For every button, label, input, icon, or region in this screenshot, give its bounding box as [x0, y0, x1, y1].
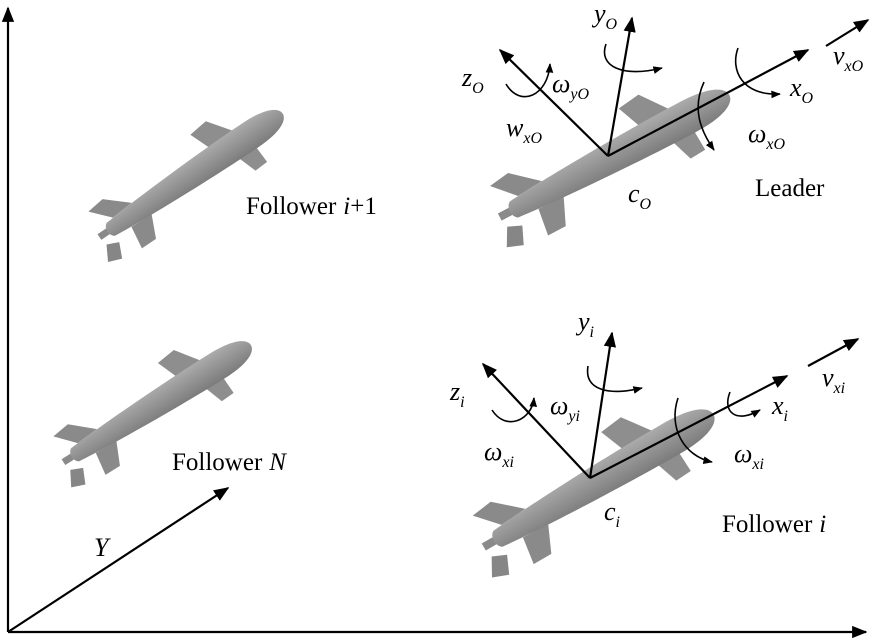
- follower-i-center-label: ci: [604, 497, 620, 531]
- leader-z-axis-subscript: O: [472, 80, 484, 97]
- global-y-axis: [7, 487, 230, 633]
- follower-i-x-rotation-arrow-2: [674, 397, 713, 464]
- leader-y-axis-symbol: y: [591, 0, 606, 28]
- follower-i-center-subscript: i: [616, 514, 620, 531]
- follower-n-prefix: Follower: [172, 449, 263, 476]
- follower-i-plus-1-prefix: Follower: [246, 193, 337, 220]
- follower-i-x-axis-symbol: x: [771, 391, 784, 420]
- follower-i-y-axis-label: yi: [575, 307, 594, 341]
- leader-z-axis-label: zO: [461, 63, 484, 97]
- follower-i-x-rotation-subscript: xi: [751, 456, 764, 473]
- leader-z-axis: [498, 48, 609, 157]
- follower-i-x-axis-label: xi: [771, 391, 788, 425]
- leader-frame: yO zO ωyO wxO xO vxO ωxO cO Leader: [461, 0, 870, 213]
- follower-i-x-rotation-arrow: [726, 391, 761, 418]
- leader-velocity-label: vxO: [833, 41, 864, 75]
- leader-z-rotation-label: wxO: [506, 113, 542, 147]
- follower-i-x-rotation-symbol: ω: [734, 439, 752, 468]
- leader-x-axis-subscript: O: [802, 90, 814, 107]
- follower-i-y-axis-symbol: y: [575, 307, 590, 336]
- follower-i-velocity-label: vxi: [822, 363, 845, 397]
- leader-center-label: cO: [628, 179, 652, 213]
- leader-y-rotation-label: ωyO: [552, 69, 589, 103]
- leader-velocity-arrow: [825, 19, 870, 47]
- follower-i-prefix: Follower: [722, 511, 813, 538]
- leader-z-rotation-subscript: xO: [522, 130, 542, 147]
- leader-z-rotation-arrow: [505, 63, 554, 98]
- follower-i-z-axis-label: zi: [449, 377, 465, 411]
- follower-i-y-rotation-label: ωyi: [550, 391, 580, 425]
- follower-i-y-rotation-subscript: yi: [566, 408, 580, 425]
- leader-x-rotation-arrow: [734, 47, 781, 99]
- follower-i-velocity-symbol: v: [822, 363, 834, 392]
- leader-z-rotation-symbol: w: [506, 113, 524, 142]
- follower-i-plus-1-auv: [73, 83, 302, 269]
- leader-x-rotation-arrow-2: [697, 81, 715, 151]
- leader-y-rotation-arrow: [603, 43, 663, 74]
- follower-i-auv: [454, 376, 734, 586]
- leader-z-axis-symbol: z: [461, 63, 472, 92]
- leader-y-axis: [606, 16, 636, 157]
- leader-x-rotation-label: ωxO: [748, 119, 785, 153]
- follower-i-y-axis-subscript: i: [590, 324, 594, 341]
- leader-y-rotation-subscript: yO: [568, 86, 589, 103]
- follower-i-y-axis: [588, 331, 617, 479]
- follower-i-z-axis: [481, 362, 591, 479]
- leader-y-axis-subscript: O: [606, 16, 618, 33]
- follower-i-y-rotation-arrow: [586, 365, 643, 394]
- leader-y-axis-label: yO: [591, 0, 618, 33]
- follower-i-x-axis-subscript: i: [784, 408, 788, 425]
- follower-i-velocity-arrow: [807, 338, 860, 367]
- leader-y-rotation-symbol: ω: [552, 69, 570, 98]
- follower-i-x-rotation-label: ωxi: [734, 439, 764, 473]
- follower-i-x-axis: [589, 375, 789, 479]
- follower-i-z-rotation-subscript: xi: [501, 454, 514, 471]
- follower-i-z-rotation-arrow: [491, 397, 538, 423]
- global-y-axis-label: Y: [94, 533, 111, 562]
- follower-i-z-rotation-symbol: ω: [484, 437, 502, 466]
- leader-x-rotation-symbol: ω: [748, 119, 766, 148]
- follower-i-z-axis-symbol: z: [449, 377, 460, 406]
- leader-x-axis-label: xO: [789, 73, 814, 107]
- follower-i-velocity-subscript: xi: [833, 380, 846, 397]
- leader-x-axis-symbol: x: [789, 73, 802, 102]
- follower-i-z-axis-subscript: i: [460, 394, 464, 411]
- leader-center-subscript: O: [640, 196, 652, 213]
- leader-velocity-symbol: v: [833, 41, 845, 70]
- follower-n-index: N: [268, 449, 287, 476]
- follower-i-plus-1-index: i: [343, 193, 350, 220]
- leader-x-axis: [607, 49, 810, 157]
- follower-i-y-rotation-symbol: ω: [550, 391, 568, 420]
- leader-label: Leader: [755, 175, 825, 202]
- leader-velocity-subscript: xO: [844, 58, 864, 75]
- follower-i-center-symbol: c: [604, 497, 616, 526]
- follower-i-plus-1-suffix: +1: [350, 193, 377, 220]
- leader-x-rotation-subscript: xO: [765, 136, 785, 153]
- follower-i-index: i: [819, 511, 826, 538]
- leader-center-symbol: c: [628, 179, 640, 208]
- follower-i-z-rotation-label: ωxi: [484, 437, 514, 471]
